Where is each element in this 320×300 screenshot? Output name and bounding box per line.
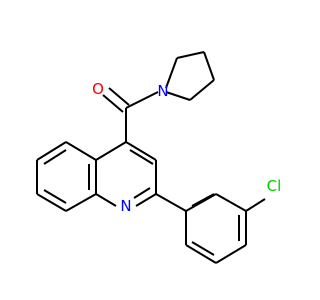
bond-c7-c8-inner [43,189,67,204]
bond-ph-2 [215,193,247,212]
molecule-structure: O N N Cl [36,51,281,264]
bond-c4a-c4 [95,141,127,161]
bond-c2-n [135,193,157,207]
bond-pyrrolidine-1 [165,57,178,89]
bond-ph-1 [185,193,217,212]
bond-pyrrolidine-5 [165,91,191,101]
bond-ph-5-inner [191,241,215,256]
bond-pyrrolidine-4 [189,79,215,101]
chlorine-label: Cl [267,177,282,195]
bond-pyrrolidine-3 [203,51,215,81]
bond-c2-n-inner [133,187,151,199]
bond-ph-5 [185,244,217,264]
bond-carbonyl-n [125,91,159,109]
bond-c5-c6-inner [43,149,67,165]
atom-labels: O N N Cl [92,80,281,215]
bond-c-cl [245,198,266,212]
bond-c2-phenyl [155,193,187,212]
oxygen-label: O [92,80,104,98]
bond-c4-c3-inner [129,149,154,165]
bond-n-c8a [95,193,117,207]
bond-c4-c3 [125,141,157,161]
bonds [36,51,266,264]
nitrogen-ring-label: N [120,197,131,215]
bond-c4a-c5 [65,141,97,161]
bond-pyrrolidine-2 [176,51,205,59]
bond-ph-4 [215,244,247,264]
nitrogen-amide-label: N [157,82,168,100]
bond-c7-c8 [36,193,67,212]
bond-carbonyl-o-2 [108,87,130,106]
bond-c5-c6 [36,141,67,161]
bond-ph-1-inner [191,193,215,207]
bond-c8-c8a [65,193,97,212]
bond-carbonyl-o-1 [102,94,124,113]
